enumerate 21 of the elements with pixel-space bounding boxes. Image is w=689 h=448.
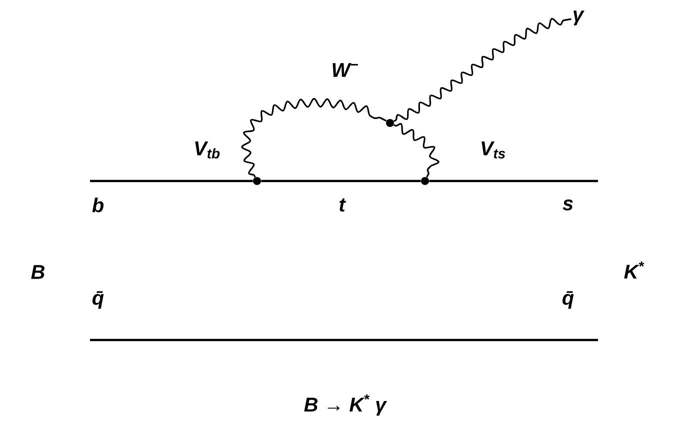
antiquark-label: q̄ <box>562 291 574 309</box>
edge-label: W$^{−}$ <box>332 63 358 77</box>
coupling-label: V$_{tb}$ <box>195 142 220 158</box>
coupling-label: V$_{ts}$ <box>482 142 506 158</box>
quark-line <box>90 180 253 182</box>
particle-label: γ <box>574 10 584 26</box>
edge-label: t <box>340 198 346 212</box>
caption: B → K$^{*}$ γ <box>304 394 388 416</box>
vertex-dot <box>253 177 261 185</box>
quark-line <box>261 180 421 182</box>
vertex-dot <box>421 177 429 185</box>
quark-line <box>429 180 598 182</box>
wavy-line <box>393 18 572 122</box>
antiquark-label: q̄ <box>92 291 104 309</box>
vertex-dot <box>386 119 394 127</box>
meson-label: B <box>31 265 44 279</box>
wavy-line <box>241 98 387 178</box>
wavy-line <box>393 123 440 178</box>
edge-label: s <box>562 200 573 210</box>
meson-label: K$^{*}$ <box>624 261 644 279</box>
edge-label: b <box>92 198 104 212</box>
